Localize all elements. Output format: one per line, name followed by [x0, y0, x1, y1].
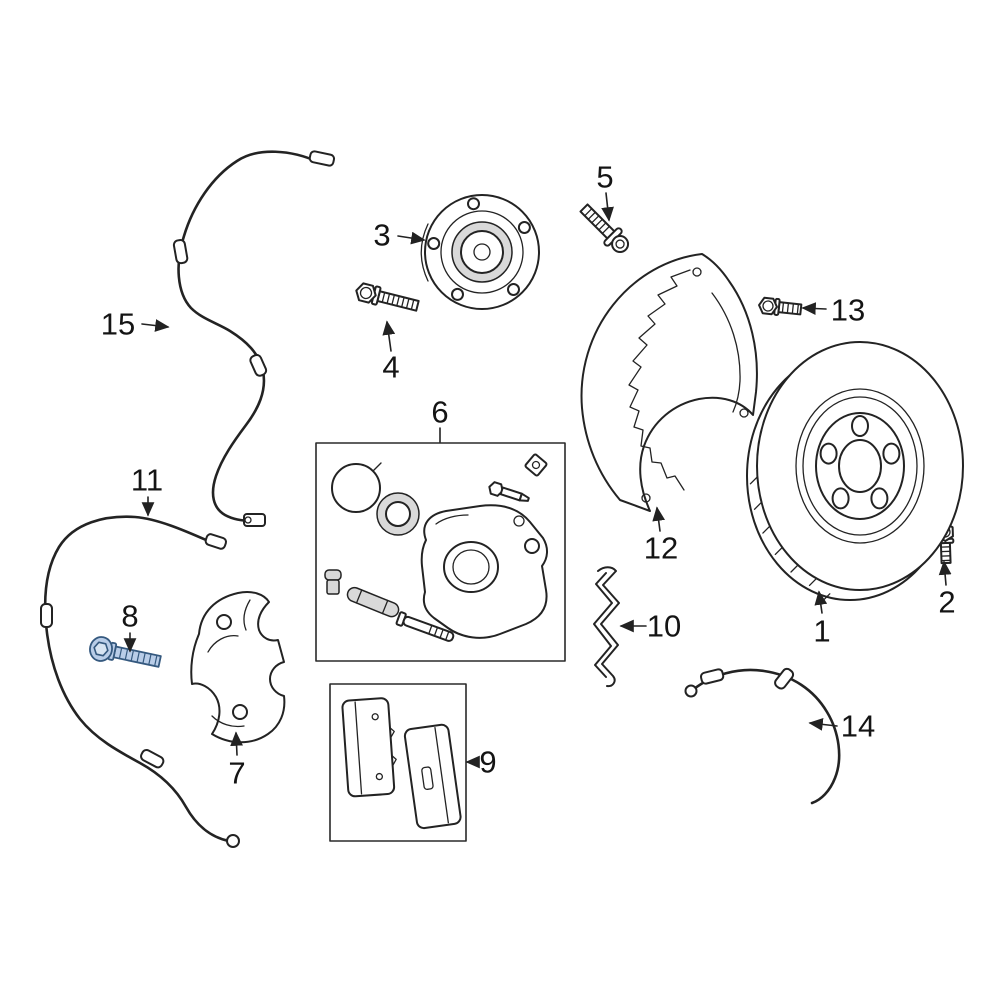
callout-label-10: 10 [647, 609, 681, 644]
callout-arrow-5 [601, 192, 614, 222]
part-6-caliper-repair-kit [315, 442, 566, 662]
callout-arrow-1 [814, 590, 828, 614]
callout-arrow-4 [382, 320, 396, 352]
part-13-splash-shield-bolt [758, 296, 803, 316]
part-10-pad-retaining-clip [593, 566, 620, 688]
part-5-hub-mounting-bolt [579, 203, 630, 254]
callout-arrows [123, 192, 952, 769]
callout-labels: 1 2 3 4 5 6 7 8 9 10 11 12 13 14 15 [101, 160, 956, 791]
callout-label-13: 13 [831, 293, 865, 328]
callout-label-15: 15 [101, 307, 135, 342]
callout-label-9: 9 [479, 745, 496, 780]
kit-box-outline [315, 442, 566, 662]
callout-label-12: 12 [644, 531, 678, 566]
part-3-wheel-hub-bearing [420, 194, 540, 310]
part-9-brake-pad-set [329, 683, 467, 842]
callout-label-11: 11 [131, 463, 163, 498]
callout-arrow-2 [938, 560, 952, 586]
part-7-caliper-mounting-bracket [190, 591, 286, 744]
callout-arrow-13 [801, 302, 827, 315]
callout-arrow-7 [230, 731, 243, 756]
callout-label-4: 4 [382, 350, 399, 385]
part-8-caliper-bracket-bolt-highlighted [89, 636, 162, 668]
part-4-hub-bolt [355, 282, 420, 312]
callout-label-2: 2 [938, 585, 955, 620]
callout-label-8: 8 [121, 599, 138, 634]
callout-label-3: 3 [373, 218, 390, 253]
part-12-splash-shield [580, 253, 758, 512]
part-15-wear-sensor-wire [172, 150, 336, 527]
part-1-brake-rotor [746, 341, 964, 602]
callout-label-1: 1 [813, 614, 830, 649]
callout-label-6: 6 [431, 395, 448, 430]
callout-arrow-3 [397, 231, 426, 245]
part-14-abs-speed-sensor [684, 667, 841, 805]
callout-arrow-14 [808, 718, 838, 731]
callout-label-5: 5 [596, 160, 613, 195]
part-11-wear-sensor-wire [40, 515, 240, 848]
callout-arrow-12 [652, 506, 666, 532]
callout-label-7: 7 [228, 756, 245, 791]
callout-label-14: 14 [841, 709, 875, 744]
callout-arrow-15 [141, 319, 170, 332]
